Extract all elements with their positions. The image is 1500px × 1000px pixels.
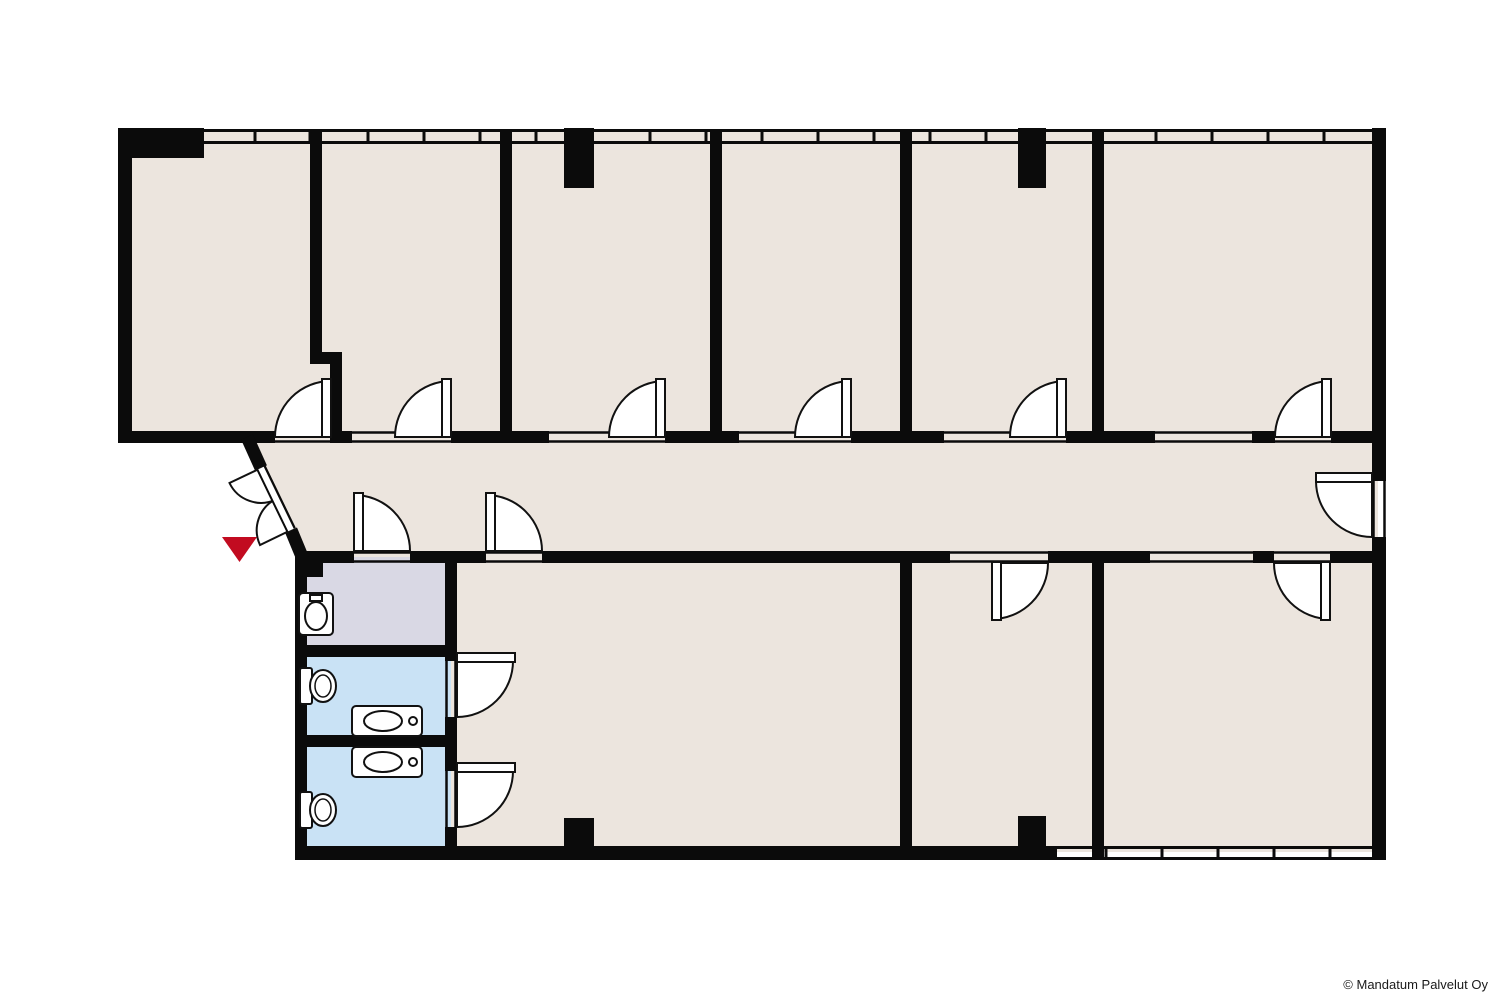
door-icon-corridor-east [1314,472,1373,539]
open-office-west-sills [445,661,457,827]
room-open-office [451,557,906,852]
outer-wall-left [118,128,132,443]
bottom-window-mullion-ticks [1104,846,1332,860]
wall-pillar-bottom-2 [1018,816,1046,848]
room-office-8 [1098,557,1378,852]
wall-pillar-bottom-1 [564,818,594,848]
door-icon-washroom-lobby [353,492,412,552]
door-icon-open-office-west-2 [456,762,516,829]
right-wall-door-sill [1372,481,1386,537]
wall-divider-7 [1092,551,1104,860]
sink-icon-wc-2 [351,746,423,778]
wall-divider-1-lower [330,352,342,443]
door-icon-office-5 [1008,378,1067,438]
toilet-icon-wc-2 [299,791,337,829]
sink-icon-wc-1 [351,705,423,737]
room-office-1 [120,132,316,437]
top-window-mullion-ticks [253,129,1326,144]
door-icon-office-8 [1272,561,1331,621]
door-icon-office-6 [1273,378,1332,438]
entrance-double-door-icon [228,465,296,547]
room-office-4 [716,132,906,437]
washroom-wall-stub [307,563,323,577]
fixtures [298,592,423,829]
wall-divider-4 [900,129,912,443]
wall-divider-6 [900,551,912,860]
outer-wall-right-upper [1372,128,1386,481]
door-icon-office-3 [607,378,666,438]
wall-pillar-top-2 [1018,128,1046,188]
rooms [120,132,1378,852]
door-icon-office-1 [273,378,332,438]
top-window-band [118,129,1386,144]
copyright-text: © Mandatum Palvelut Oy [1343,977,1488,992]
door-icon-open-office-corridor [485,492,544,552]
wall-pillar-top-1 [564,128,594,188]
walls [118,128,1386,860]
room-office-6 [1098,132,1378,437]
doors [228,378,1373,829]
room-office-2 [316,132,506,437]
toilet-icon-wc-1 [299,667,337,705]
wall-corner-top-left [118,128,204,158]
door-icon-office-7 [991,561,1050,621]
washroom-wall-1 [295,645,451,657]
outer-wall-right-lower [1372,537,1386,860]
door-icon-office-4 [793,378,852,438]
wall-divider-2 [500,129,512,443]
room-office-3 [506,132,716,437]
door-icon-office-2 [393,378,452,438]
washroom-wall-2 [295,735,451,747]
entrance-arrow-icon [222,537,257,562]
sink-icon-lobby [298,592,334,636]
entrance-diagonal-wall-upper [241,434,267,471]
room-office-5 [906,132,1098,437]
wall-divider-1-upper [310,129,322,360]
wall-divider-3 [710,129,722,443]
corridor [250,437,1378,557]
windows [118,129,1386,860]
outer-wall-bottom [295,846,1057,860]
door-icon-open-office-west-1 [456,652,516,719]
wall-divider-5 [1092,129,1104,443]
